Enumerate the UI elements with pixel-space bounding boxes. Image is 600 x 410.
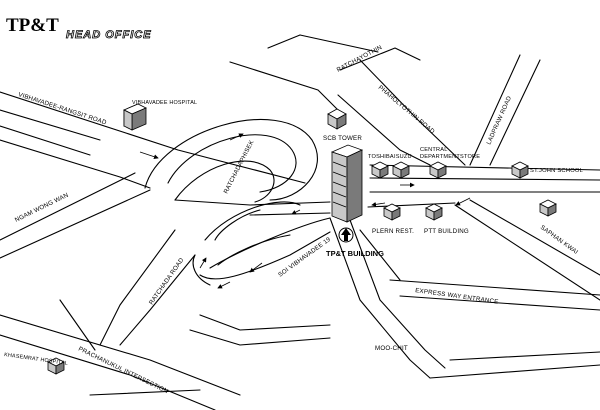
label-ratchadaphisek: RATCHADAPHISEK xyxy=(223,138,256,194)
label-vibhavadee-hospital: VIBHAVADEE HOSPITAL xyxy=(132,100,197,106)
isuzu-building xyxy=(392,161,410,179)
label-prachanukul-intersection: PRACHANUKUL INTERSECTION xyxy=(77,346,169,396)
toshiba-building xyxy=(371,161,389,179)
label-vibhavadee-rangsit-road: VIBHAVADEE-RANGSIT ROAD xyxy=(17,91,107,126)
st-john-building xyxy=(511,161,529,179)
label-plern-rest: PLERN REST. xyxy=(372,228,414,235)
label-ladprao-road: LADPRAW ROAD xyxy=(485,95,513,146)
traffic-arrows xyxy=(139,133,471,289)
saphan-kwai-building xyxy=(539,199,557,217)
label-central-department-store: CENTRAL DEPARTMENTSTORE xyxy=(420,147,480,160)
scb-tower-building xyxy=(327,108,347,130)
label-khasemrat-hospital: KHASEMRAT HOSPITAL xyxy=(4,352,69,367)
central-building xyxy=(429,161,447,179)
label-central-line-2: DEPARTMENTSTORE xyxy=(420,154,480,160)
khasemrat-building xyxy=(47,357,65,375)
label-scb-tower: SCB TOWER xyxy=(323,135,362,142)
label-tpt-building: TP&T BUILDING xyxy=(326,249,384,258)
ptt-building xyxy=(425,203,443,221)
label-moo-chit: MOO-CHIT xyxy=(375,345,408,352)
road-labels: VIBHAVADEE-RANGSIT ROAD NGAM WONG WAN RA… xyxy=(14,44,580,395)
tpt-location-arrow xyxy=(338,227,354,243)
label-st-john-school: ST.JOHN SCHOOL xyxy=(530,168,584,174)
buildings xyxy=(47,103,557,375)
label-ptt-building: PTT BUILDING xyxy=(424,228,469,235)
road-network xyxy=(0,34,600,410)
label-express-way-entrance: EXPRESS WAY ENTRANCE xyxy=(415,287,499,306)
tpt-tower-building xyxy=(330,144,364,223)
label-isuzu: ISUZU xyxy=(394,154,412,160)
company-logo: TP&T xyxy=(4,10,59,36)
logo-text: TP&T xyxy=(6,15,59,36)
label-phaholyothin-road: PHAHOLYOTHIN ROAD xyxy=(377,84,436,135)
page-title: HEAD OFFICE xyxy=(66,29,152,41)
landmark-labels: VIBHAVADEE HOSPITAL SCB TOWER TOSHIBA IS… xyxy=(4,100,584,367)
label-toshiba: TOSHIBA xyxy=(368,154,394,160)
label-central-line-1: CENTRAL xyxy=(420,147,448,153)
plern-building xyxy=(383,203,401,221)
header: TP&T HEAD OFFICE xyxy=(4,10,152,41)
vibhavadee-hospital-building xyxy=(123,103,147,131)
label-ratchada-road: RATCHADA ROAD xyxy=(148,256,186,306)
